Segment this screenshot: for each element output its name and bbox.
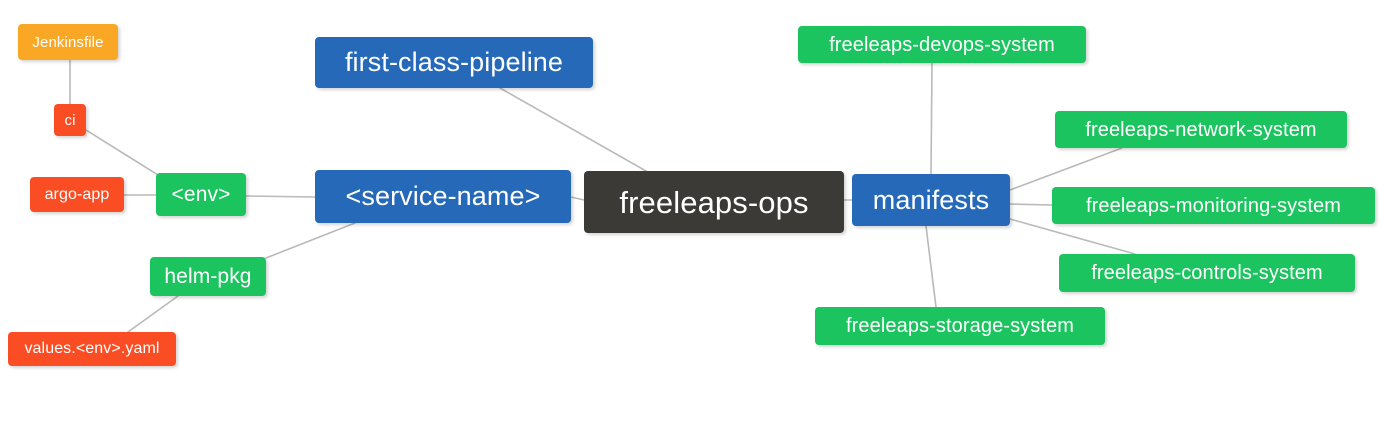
node-helm-pkg[interactable]: helm-pkg xyxy=(150,257,266,296)
edge-service-name-to-freeleaps-ops xyxy=(570,196,585,201)
node-label-env: <env> xyxy=(171,183,231,206)
node-label-jenkinsfile: Jenkinsfile xyxy=(32,33,104,51)
node-freeleaps-monitoring-system[interactable]: freeleaps-monitoring-system xyxy=(1052,187,1375,224)
node-freeleaps-network-system[interactable]: freeleaps-network-system xyxy=(1055,111,1347,148)
node-label-freeleaps-ops: freeleaps-ops xyxy=(619,184,809,220)
edge-service-name-to-helm-pkg xyxy=(265,222,356,259)
node-service-name[interactable]: <service-name> xyxy=(315,170,571,223)
edge-manifests-to-freeleaps-network-system xyxy=(1009,147,1123,191)
node-freeleaps-devops-system[interactable]: freeleaps-devops-system xyxy=(798,26,1086,63)
edge-first-class-pipeline-to-freeleaps-ops xyxy=(499,87,647,172)
edge-manifests-to-freeleaps-devops-system xyxy=(930,62,933,175)
node-freeleaps-ops[interactable]: freeleaps-ops xyxy=(584,171,844,233)
node-label-argo-app: argo-app xyxy=(44,185,110,203)
node-freeleaps-storage-system[interactable]: freeleaps-storage-system xyxy=(815,307,1105,345)
node-first-class-pipeline[interactable]: first-class-pipeline xyxy=(315,37,593,88)
node-label-values-yaml: values.<env>.yaml xyxy=(24,340,160,357)
node-ci[interactable]: ci xyxy=(54,104,86,136)
node-manifests[interactable]: manifests xyxy=(852,174,1010,226)
node-env[interactable]: <env> xyxy=(156,173,246,216)
node-label-freeleaps-storage-system: freeleaps-storage-system xyxy=(845,315,1075,337)
edge-manifests-to-freeleaps-monitoring-system xyxy=(1009,203,1053,206)
edge-env-to-service-name xyxy=(245,195,316,198)
node-label-ci: ci xyxy=(64,111,76,129)
node-label-service-name: <service-name> xyxy=(345,181,541,211)
node-label-freeleaps-monitoring-system: freeleaps-monitoring-system xyxy=(1085,194,1341,217)
node-label-freeleaps-network-system: freeleaps-network-system xyxy=(1085,118,1317,141)
node-label-manifests: manifests xyxy=(872,184,990,215)
node-label-freeleaps-devops-system: freeleaps-devops-system xyxy=(829,33,1055,56)
node-values-yaml[interactable]: values.<env>.yaml xyxy=(8,332,176,366)
edge-helm-pkg-to-values-yaml xyxy=(127,295,179,333)
node-jenkinsfile[interactable]: Jenkinsfile xyxy=(18,24,118,60)
node-freeleaps-controls-system[interactable]: freeleaps-controls-system xyxy=(1059,254,1355,292)
node-argo-app[interactable]: argo-app xyxy=(30,177,124,212)
edge-ci-to-env xyxy=(85,129,159,176)
edge-manifests-to-freeleaps-controls-system xyxy=(1009,218,1136,255)
edge-manifests-to-freeleaps-storage-system xyxy=(925,225,937,308)
node-label-freeleaps-controls-system: freeleaps-controls-system xyxy=(1091,262,1323,284)
node-label-helm-pkg: helm-pkg xyxy=(164,265,252,288)
node-label-first-class-pipeline: first-class-pipeline xyxy=(344,47,564,77)
